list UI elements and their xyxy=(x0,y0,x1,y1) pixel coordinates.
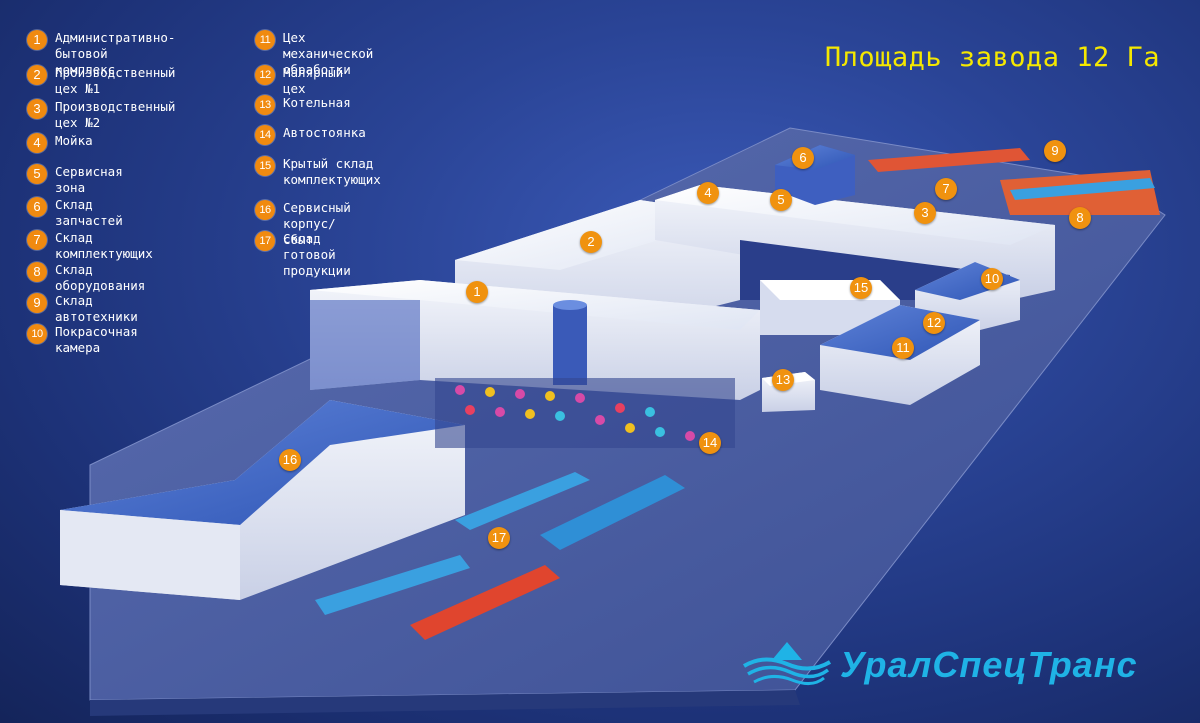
marker-4[interactable]: 4 xyxy=(697,182,719,204)
marker-3[interactable]: 3 xyxy=(914,202,936,224)
legend-label: Производственный цех №2 xyxy=(55,99,176,130)
vehicle-warehouse-trucks xyxy=(868,148,1160,215)
legend-label: Склад комплектующих xyxy=(55,230,153,261)
legend-badge: 5 xyxy=(27,164,47,184)
legend-badge: 3 xyxy=(27,99,47,119)
legend-label: Сервисный корпус/сбыт xyxy=(283,200,351,247)
building-admin-complex xyxy=(310,280,760,400)
finished-goods-trucks xyxy=(315,472,685,640)
site-area-title: Площадь завода 12 Га xyxy=(824,42,1160,73)
site-platform-edge xyxy=(90,690,800,716)
legend-badge: 14 xyxy=(255,125,275,145)
legend-item-11: 11 Цех механической обработки xyxy=(255,30,373,78)
legend-label: Склад запчастей xyxy=(55,197,123,228)
legend-badge: 4 xyxy=(27,133,47,153)
wave-logo-icon xyxy=(742,642,832,685)
legend-item-9: 9 Склад автотехники xyxy=(27,293,138,325)
legend-badge: 9 xyxy=(27,293,47,313)
legend-item-7: 7 Склад комплектующих xyxy=(27,230,153,262)
legend-item-5: 5 Сервисная зона xyxy=(27,164,123,196)
legend-item-15: 15 Крытый склад комплектующих xyxy=(255,156,381,188)
legend-item-14: 14 Автостоянка xyxy=(255,125,366,145)
legend-badge: 13 xyxy=(255,95,275,115)
company-logo: УралСпецТранс xyxy=(742,640,1137,690)
legend-item-2: 2 Производственный цех №1 xyxy=(27,65,175,97)
marker-9[interactable]: 9 xyxy=(1044,140,1066,162)
legend-label: Автостоянка xyxy=(283,125,366,140)
marker-11[interactable]: 11 xyxy=(892,337,914,359)
legend-badge: 12 xyxy=(255,65,275,85)
marker-14[interactable]: 14 xyxy=(699,432,721,454)
legend-badge: 6 xyxy=(27,197,47,217)
marker-10[interactable]: 10 xyxy=(981,268,1003,290)
legend-item-1: 1 Административно-бытовой комплекс xyxy=(27,30,175,78)
marker-17[interactable]: 17 xyxy=(488,527,510,549)
legend-badge: 11 xyxy=(255,30,275,50)
marker-5[interactable]: 5 xyxy=(770,189,792,211)
legend-item-13: 13 Котельная xyxy=(255,95,351,115)
legend-item-3: 3 Производственный цех №2 xyxy=(27,99,175,131)
legend-badge: 15 xyxy=(255,156,275,176)
legend-label: Склад автотехники xyxy=(55,293,138,324)
legend-item-8: 8 Склад оборудования xyxy=(27,262,145,294)
marker-15[interactable]: 15 xyxy=(850,277,872,299)
parking-lot xyxy=(435,378,735,448)
legend-badge: 2 xyxy=(27,65,47,85)
legend-badge: 8 xyxy=(27,262,47,282)
marker-7[interactable]: 7 xyxy=(935,178,957,200)
legend-label: Мойка xyxy=(55,133,93,148)
legend-label: Малярный цех xyxy=(283,65,344,96)
legend-badge: 17 xyxy=(255,231,275,251)
legend-label: Цех механической обработки xyxy=(283,30,374,77)
legend-item-17: 17 Склад готовой продукции xyxy=(255,231,351,279)
legend-badge: 7 xyxy=(27,230,47,250)
marker-8[interactable]: 8 xyxy=(1069,207,1091,229)
legend-label: Сервисная зона xyxy=(55,164,123,195)
marker-13[interactable]: 13 xyxy=(772,369,794,391)
marker-2[interactable]: 2 xyxy=(580,231,602,253)
marker-1[interactable]: 1 xyxy=(466,281,488,303)
legend-item-6: 6 Склад запчастей xyxy=(27,197,123,229)
legend-item-4: 4 Мойка xyxy=(27,133,93,153)
marker-12[interactable]: 12 xyxy=(923,312,945,334)
legend-label: Котельная xyxy=(283,95,351,110)
legend-label: Склад готовой продукции xyxy=(283,231,351,278)
marker-16[interactable]: 16 xyxy=(279,449,301,471)
building-service-sales xyxy=(60,400,465,600)
legend-item-16: 16 Сервисный корпус/сбыт xyxy=(255,200,351,248)
legend-label: Покрасочная камера xyxy=(55,324,138,355)
legend-label: Склад оборудования xyxy=(55,262,146,293)
company-name: УралСпецТранс xyxy=(840,644,1138,685)
legend-badge: 10 xyxy=(27,324,47,344)
legend-badge: 16 xyxy=(255,200,275,220)
legend-label: Крытый склад комплектующих xyxy=(283,156,381,187)
legend-badge: 1 xyxy=(27,30,47,50)
marker-6[interactable]: 6 xyxy=(792,147,814,169)
legend-item-10: 10 Покрасочная камера xyxy=(27,324,138,356)
legend-label: Производственный цех №1 xyxy=(55,65,176,96)
legend-item-12: 12 Малярный цех xyxy=(255,65,343,97)
legend-label: Административно-бытовой комплекс xyxy=(55,30,176,77)
